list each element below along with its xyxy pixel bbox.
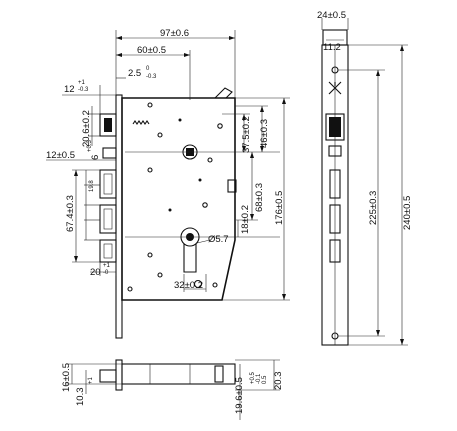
dim-2-5: 2.5 0 -0.3 [116,66,157,80]
dim-20-6-label: 20.6±0.2 [81,110,92,147]
dim-97: 97±0.6 [115,28,236,98]
dim-6-label: 6 [90,155,101,160]
dim-2-5-label: 2.5 [128,68,141,79]
forend-plate [115,94,123,339]
faceplate-view [321,29,349,346]
dim-plan-small-mid: -0.1 [256,373,262,384]
dim-dia-5-7: Ø5.7 [196,234,229,245]
dim-20-sub: -0 [103,270,109,276]
dim-60: 60±0.5 [116,45,191,100]
dim-2-5-sup: 0 [146,66,150,72]
dim-176-label: 176±0.5 [274,191,285,225]
dim-19-6-label: 19.6±0.5 [234,377,245,414]
plan-view [99,359,236,391]
dim-12-sup: +1 [78,80,86,86]
dim-12-label: 12 [64,84,75,95]
dim-46: 46±0.3 [235,105,270,152]
dim-hook-pitch: 19.8 [89,180,95,192]
dim-6-sup: +0.3 [87,139,93,152]
dim-16: 16±0.5 [61,363,122,392]
dim-10-3-sup: +1 [88,376,94,384]
plan-case [121,363,236,385]
lock-case-body [121,97,236,301]
dim-68: 68±0.3 [236,152,265,221]
dim-18-label: 18±0.2 [240,205,251,234]
dim-20-label: 20 [90,267,101,278]
dim-plan-small-sup: +0.5 [250,371,256,384]
dim-97-label: 97±0.6 [160,28,189,39]
dim-67-4-label: 67.4±0.3 [65,195,76,232]
dim-dia-label: Ø5.7 [208,234,229,245]
dim-20: 20 +1 -0 [90,262,117,278]
side-view [99,87,280,339]
dim-plan-small-sub: 0.5 [262,375,268,384]
hook-bolts [99,169,117,263]
dim-68-label: 68±0.3 [254,183,265,212]
dim-20-3-label: 20.3 [273,372,284,391]
dim-20-6: 20.6±0.2 [81,106,100,147]
dim-20-3: 20.3 [235,359,284,391]
cylinder-hole [180,227,200,273]
dim-37-5: 37.5±0.2 [222,113,252,153]
dim-10-3-label: 10.3 [75,388,86,407]
dim-11-2: 11.2 [323,39,344,53]
dim-32-label: 32±0.2 [174,280,203,291]
dim-12-sub: -0.3 [78,87,89,93]
dim-2-5-sub: -0.3 [146,74,157,80]
dim-24: 24±0.5 [317,10,349,30]
dim-240: 240±0.5 [348,44,413,346]
dim-16-label: 16±0.5 [61,363,72,392]
dim-225: 225±0.3 [338,69,385,337]
dim-225-label: 225±0.3 [368,191,379,225]
dim-12: 12 +1 -0.3 [62,80,116,114]
deadlatch [102,147,117,159]
logo-icon [328,81,342,95]
dim-32: 32±0.2 [174,274,207,292]
dim-20-sup: +1 [103,263,111,269]
dim-24-label: 24±0.5 [317,10,346,21]
dim-18: 18±0.2 [237,205,251,237]
screws [127,102,223,292]
dim-67-4: 67.4±0.3 19.8 [65,169,100,263]
dim-240-label: 240±0.5 [402,196,413,230]
dim-10-3: 10.3 +1 [75,370,94,406]
dim-60-label: 60±0.5 [137,45,166,56]
latch-bolt [99,113,117,137]
dim-46-label: 46±0.3 [259,119,270,148]
dim-176: 176±0.5 [222,97,290,301]
dim-12-5-label: 12±0.5 [46,150,75,161]
dim-11-2-label: 11.2 [323,42,341,53]
dim-19-6: 19.6±0.5 [234,364,245,420]
dim-37-5-label: 37.5±0.2 [241,116,252,153]
dim-plan-small: +0.5 -0.1 0.5 [250,371,268,384]
dim-12-5: 12±0.5 [46,150,116,161]
dim-6: 6 +0.3 [87,139,101,160]
